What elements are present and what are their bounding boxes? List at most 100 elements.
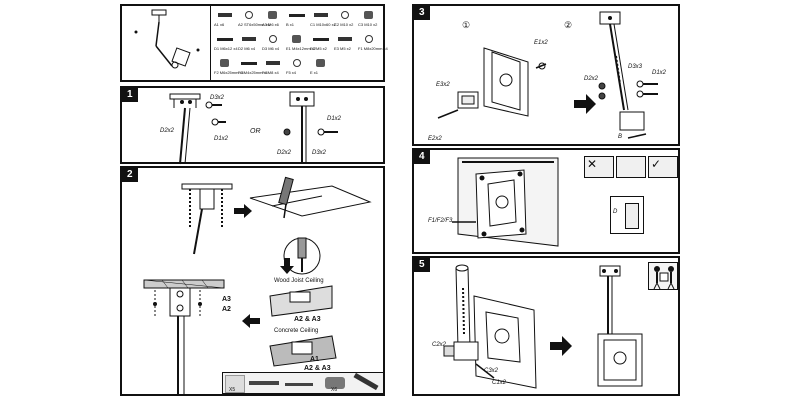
part-e2-label: E2 M5 x2 <box>310 46 327 51</box>
e1x2-label: E1x2 <box>534 40 548 46</box>
step-2-drawing <box>143 176 372 396</box>
part-c2-label: C2 M10 x2 <box>334 22 354 27</box>
drill-bit-icon <box>249 381 279 385</box>
part-a2: A2 ST6x50mm x6 <box>238 9 270 33</box>
d1x2-label: D1x2 <box>652 70 667 76</box>
part-f4-label: F4 M8 x4 <box>262 70 279 75</box>
part-a1: A1 x6 <box>214 9 238 33</box>
part-d1: D1 M6x12 x4 <box>214 33 238 57</box>
detail-inset: D <box>610 196 644 234</box>
part-e2: E2 M5 x2 <box>310 33 334 57</box>
circled-1-label: ① <box>462 20 471 30</box>
part-b-label: B x1 <box>286 22 295 27</box>
tools-icon <box>225 375 245 393</box>
c1x2-label: C1x2 <box>492 380 507 386</box>
part-e1-label: E1 M4x12mm x2 <box>286 46 317 51</box>
d2x2-label-right: D2x2 <box>277 150 292 156</box>
a2-a3-concrete-label: A2 & A3 <box>304 365 331 372</box>
d2x2-label: D2x2 <box>584 76 599 82</box>
d3x3-label: D3x3 <box>628 64 643 70</box>
part-d1-label: D1 M6x12 x4 <box>214 46 238 51</box>
part-f4-icon <box>266 61 280 65</box>
part-e1-icon <box>292 35 301 43</box>
step-5-number: 5 <box>414 258 430 272</box>
d3x2-label-right: D3x2 <box>312 150 327 156</box>
part-f2: F2 M6x25mm x4 <box>214 57 244 81</box>
part-f1-icon <box>365 35 373 43</box>
drill-qty-label: X6 <box>331 387 338 393</box>
a3-label: A3 <box>222 296 231 303</box>
a2-a3-wood-label: A2 & A3 <box>294 316 321 323</box>
part-e1: E1 M4x12mm x2 <box>286 33 316 57</box>
correct-mount-example: ✓ <box>648 156 678 178</box>
part-f3: F3 M4x25mm x4 <box>238 57 268 81</box>
alternate-mount-example <box>616 156 646 178</box>
part-c3-icon <box>364 11 373 19</box>
part-f1-label: F1 M8x20mm x4 <box>358 46 388 51</box>
part-f5-icon <box>293 59 301 67</box>
part-a2-icon <box>245 11 253 19</box>
part-a1-icon <box>218 13 232 17</box>
a1-label: A1 <box>310 356 319 363</box>
part-c3-label: C3 M10 x2 <box>358 22 378 27</box>
part-f6: E x1 <box>310 57 334 81</box>
part-e3-icon <box>338 37 352 41</box>
step-3-panel: 3 ① ② E1x2 E3x2 E2x2 D3x3 D1x2 D2x2 B <box>412 4 680 146</box>
d3x2-label-left: D3x2 <box>210 95 225 101</box>
part-d2: D2 M6 x4 <box>238 33 262 57</box>
part-a2-label: A2 ST6x50mm x6 <box>238 22 270 27</box>
part-a3-label: A3 M6 x6 <box>262 22 279 27</box>
part-f5: F5 x4 <box>286 57 310 81</box>
c3x2-label: C3x2 <box>484 368 499 374</box>
part-a3: A3 M6 x6 <box>262 9 286 33</box>
drill-bit-icon-2 <box>285 383 313 386</box>
part-e2-icon <box>313 38 329 41</box>
part-b-icon <box>289 14 305 17</box>
step-3-drawing <box>437 11 658 139</box>
f1-f2-f3-label: F1/F2/F3 <box>428 218 453 224</box>
part-b: B x1 <box>286 9 310 33</box>
bracket-detail-shape <box>625 203 639 229</box>
drill-icon <box>325 377 345 389</box>
part-f2-label: F2 M6x25mm x4 <box>214 70 244 75</box>
part-c1-label: C1 M10x60 x2 <box>310 22 336 27</box>
step-5-panel: 5 C2x2 C3x2 C1x2 <box>412 256 680 396</box>
part-f4: F4 M8 x4 <box>262 57 286 81</box>
incorrect-mount-example: ✕ <box>584 156 614 178</box>
two-person-lift-icon <box>653 266 675 290</box>
part-c1-icon <box>314 13 328 17</box>
part-f1: F1 M8x20mm x4 <box>358 33 388 57</box>
part-c3: C3 M10 x2 <box>358 9 382 33</box>
wood-joist-ceiling-label: Wood Joist Ceiling <box>274 278 324 284</box>
part-f6-label: E x1 <box>310 70 319 75</box>
part-f5-label: F5 x4 <box>286 70 297 75</box>
step-1-panel: 1 D3x2 D2x2 D1x2 OR D1x2 D2x2 D3x2 <box>120 86 385 165</box>
step-4-drawing <box>452 157 559 247</box>
a2-label: A2 <box>222 306 231 313</box>
part-d3: D3 M6 x4 <box>262 33 286 57</box>
two-person-lift-inset <box>648 262 678 290</box>
screwdriver-icon <box>353 372 379 391</box>
part-e3: E3 M5 x2 <box>334 33 358 57</box>
part-d3-icon <box>269 35 277 43</box>
part-d2-icon <box>242 37 256 41</box>
c2x2-label: C2x2 <box>432 342 447 348</box>
step-5-drawing <box>443 264 643 389</box>
part-a3-icon <box>268 11 277 19</box>
part-d3-label: D3 M6 x4 <box>262 46 280 51</box>
part-f3-label: F3 M4x25mm x4 <box>238 70 268 75</box>
tools-qty-label: X5 <box>229 387 236 393</box>
part-d1-icon <box>217 38 233 41</box>
d-detail-label: D <box>613 209 618 215</box>
part-e3-label: E3 M5 x2 <box>334 46 351 51</box>
part-f6-icon <box>316 59 325 67</box>
circled-2-label: ② <box>564 20 573 30</box>
check-icon: ✓ <box>651 157 662 171</box>
d1x2-label-left: D1x2 <box>214 136 229 142</box>
d1x2-label-right: D1x2 <box>327 116 342 122</box>
part-c2: C2 M10 x2 <box>334 9 358 33</box>
step-2-number: 2 <box>122 168 138 182</box>
step-4-number: 4 <box>414 150 430 164</box>
